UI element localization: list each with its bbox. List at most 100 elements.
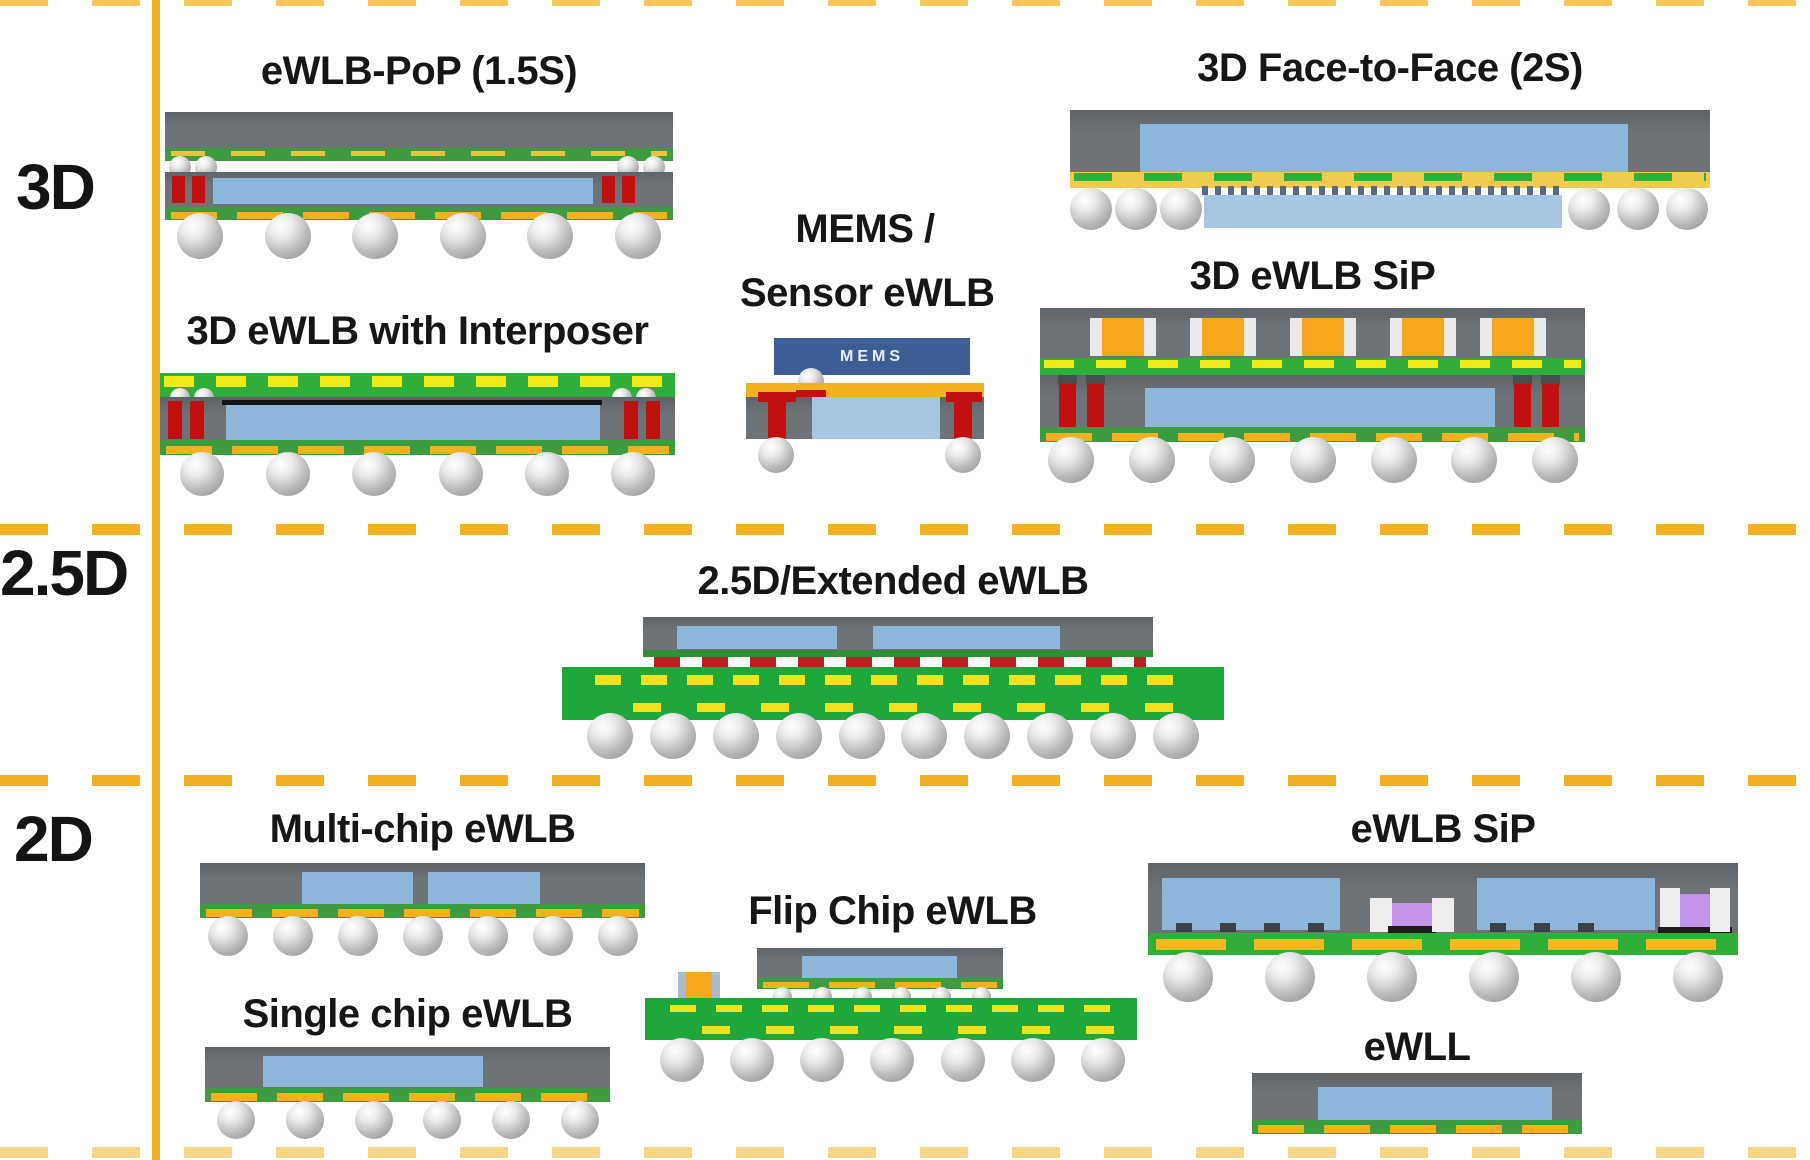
rdl-layer	[1040, 427, 1585, 442]
rdl-layer	[205, 1088, 610, 1102]
component-body	[1202, 318, 1244, 356]
passive-component	[1190, 318, 1256, 356]
component-terminal	[712, 972, 720, 998]
solder-ball	[208, 916, 248, 956]
solder-ball	[1469, 952, 1519, 1002]
die	[677, 626, 837, 649]
solder-ball	[598, 916, 638, 956]
passive-component	[1290, 318, 1356, 356]
component-body	[686, 972, 712, 998]
die	[302, 872, 413, 905]
interposer-layer	[160, 373, 675, 397]
tsv-via	[1059, 384, 1076, 428]
component-terminal	[1090, 318, 1102, 356]
tsv-via	[622, 176, 635, 203]
tsv-via	[1542, 384, 1559, 428]
solder-ball-row	[208, 916, 638, 956]
solder-ball	[1010, 1038, 1055, 1082]
mold-layer	[165, 112, 673, 148]
solder-ball	[438, 452, 483, 496]
component-body	[1402, 318, 1444, 356]
solder-ball	[901, 713, 948, 759]
tsv-via	[1087, 384, 1104, 428]
solder-ball	[1289, 437, 1336, 483]
die	[812, 397, 940, 439]
component-terminal	[1432, 898, 1454, 932]
solder-ball	[273, 916, 313, 956]
solder-ball	[492, 1101, 531, 1139]
solder-ball	[1070, 188, 1112, 230]
solder-ball	[1080, 1038, 1125, 1082]
diagram-3d-ewlb-interposer: 3D eWLB with Interposer	[160, 310, 675, 500]
solder-ball-row	[217, 1101, 599, 1139]
component-terminal	[1710, 888, 1730, 932]
solder-ball	[403, 916, 443, 956]
rdl-layer	[165, 148, 673, 161]
component-terminal	[1344, 318, 1356, 356]
mems-die-label: MEMS	[840, 347, 904, 365]
solder-ball	[649, 713, 696, 759]
solder-ball	[712, 713, 759, 759]
diagram-title: eWLB SiP	[1350, 807, 1536, 851]
solder-ball	[1048, 437, 1094, 483]
diagram-flip-chip-ewlb: Flip Chip eWLB	[645, 888, 1140, 1084]
diagram-single-chip-ewlb: Single chip eWLB	[205, 993, 610, 1140]
die-bump	[1220, 923, 1236, 932]
solder-ball	[1370, 437, 1417, 483]
die-bump	[1578, 923, 1594, 932]
diagram-title-line1: MEMS /	[795, 207, 935, 251]
component-terminal	[1290, 318, 1302, 356]
tsv-via	[168, 401, 182, 439]
component-terminal	[1480, 318, 1492, 356]
solder-ball	[423, 1101, 462, 1139]
solder-ball	[610, 452, 655, 496]
solder-ball	[1027, 713, 1074, 759]
die	[1145, 388, 1495, 428]
diagram-title: Single chip eWLB	[242, 992, 573, 1036]
section-divider-top	[0, 0, 1810, 6]
diagram-title: 3D eWLB with Interposer	[186, 309, 649, 353]
section-label-25d: 2.5D	[0, 537, 129, 609]
tsv-via	[646, 401, 660, 439]
t-via	[954, 392, 972, 438]
component-terminal	[1660, 888, 1680, 932]
component-terminal	[1190, 318, 1202, 356]
die-bump	[1490, 923, 1506, 932]
rdl-layer	[1040, 358, 1585, 375]
solder-ball	[614, 213, 661, 259]
solder-ball	[1367, 952, 1417, 1002]
solder-ball-row	[1070, 188, 1202, 230]
solder-ball	[800, 1038, 845, 1082]
component-body	[1302, 318, 1344, 356]
diagram-title: Multi-chip eWLB	[269, 807, 576, 851]
solder-ball	[524, 452, 569, 496]
solder-ball	[1163, 952, 1213, 1002]
diagram-title: 3D Face-to-Face (2S)	[1197, 46, 1583, 90]
rdl-layer	[160, 440, 675, 455]
passive-component	[1480, 318, 1546, 356]
via-cap	[1541, 375, 1560, 385]
solder-ball	[870, 1038, 915, 1082]
solder-ball	[560, 1101, 599, 1139]
solder-ball	[264, 213, 311, 259]
micro-bump-row	[654, 657, 1146, 668]
die	[428, 872, 540, 905]
diagram-multi-chip-ewlb: Multi-chip eWLB	[200, 806, 645, 958]
solder-ball	[354, 1101, 393, 1139]
die	[213, 178, 593, 204]
solder-ball	[217, 1101, 255, 1139]
solder-ball	[587, 713, 633, 759]
component-terminal	[1534, 318, 1546, 356]
component-purple	[1680, 894, 1710, 930]
passive-component	[1390, 318, 1456, 356]
section-divider-3d-25d	[0, 524, 1810, 535]
solder-ball	[945, 437, 981, 473]
rdl-layer	[1070, 172, 1710, 188]
solder-ball	[730, 1038, 775, 1082]
die	[1318, 1087, 1552, 1120]
solder-ball-row	[180, 452, 655, 496]
solder-ball	[1265, 952, 1315, 1002]
die	[873, 626, 1060, 649]
diagram-ewll: eWLL	[1252, 1026, 1582, 1138]
